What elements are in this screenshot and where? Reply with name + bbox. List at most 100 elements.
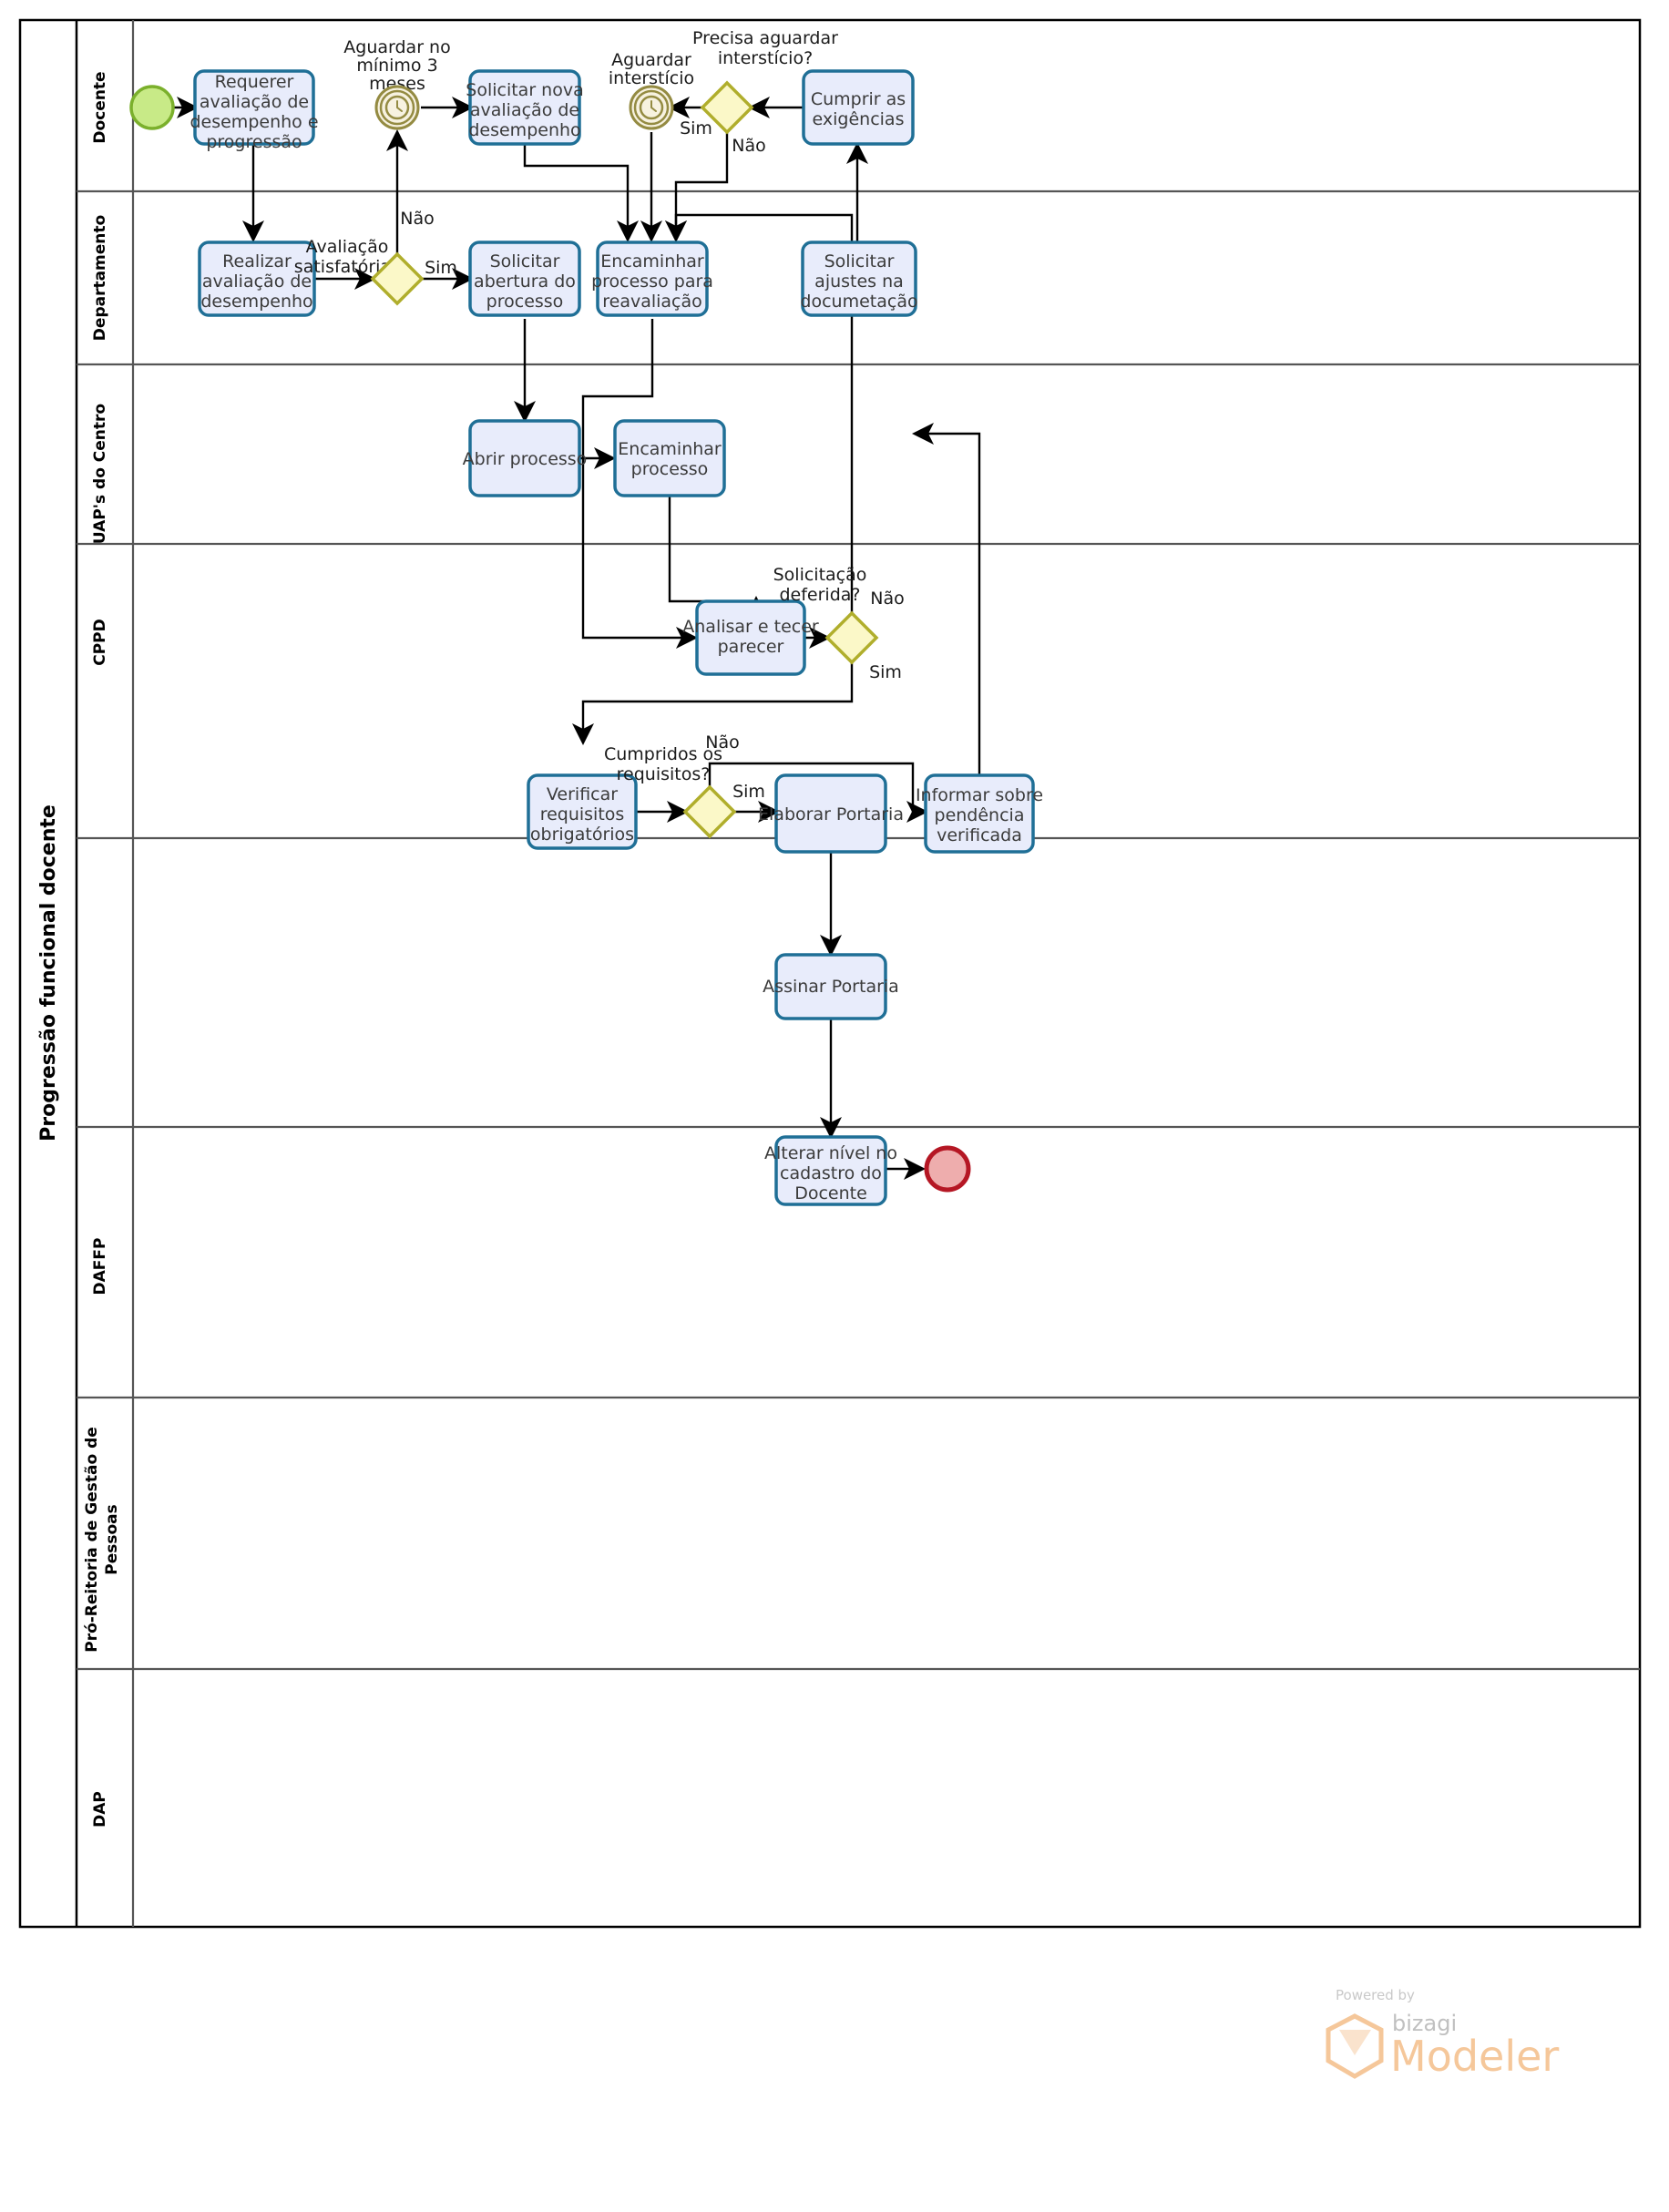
logo-powered-by: Powered by — [1336, 1987, 1415, 2003]
task-assinar-portaria[interactable]: Assinar Portaria — [763, 953, 899, 1020]
flow-label-g2-nao: Não — [732, 136, 765, 156]
task-cumprir-as-exigencias[interactable]: Cumprir as exigências — [802, 69, 915, 146]
gateway-precisa-aguardar-intersticio[interactable]: Precisa aguardar interstício? — [692, 28, 838, 135]
task-label: Verificar — [547, 784, 618, 804]
flow-label-g1-sim: Sim — [425, 258, 457, 278]
start-event[interactable] — [129, 85, 175, 130]
task-label: ajustes na — [814, 271, 904, 292]
task-label: Docente — [794, 1183, 867, 1203]
gateway-label: Avaliação — [306, 237, 389, 257]
task-label: Solicitar — [824, 251, 895, 271]
pool-title: Progressão funcional docente — [37, 804, 60, 1142]
task-label: verificada — [937, 825, 1022, 845]
task-label: exigências — [813, 109, 905, 129]
lane-label-pro-reitoria-line2: Pessoas — [103, 1504, 121, 1575]
lane-label-cppd: CPPD — [91, 619, 109, 666]
task-label: Encaminhar — [618, 439, 722, 459]
flow-label-g4-sim: Sim — [732, 782, 765, 802]
bizagi-hexagon-icon — [1326, 2013, 1384, 2079]
lane-label-uaps-do-centro: UAP's do Centro — [91, 404, 109, 544]
task-label: Encaminhar — [600, 251, 704, 271]
lane-dividers — [77, 20, 1640, 1927]
end-event[interactable] — [924, 1145, 971, 1193]
task-elaborar-portaria[interactable]: Elaborar Portaria — [758, 773, 904, 854]
timer-label: mínimo 3 — [356, 56, 437, 76]
flow-t2-to-t6 — [523, 143, 639, 242]
task-label: Solicitar — [490, 251, 560, 271]
gateway-cumpridos-os-requisitos[interactable]: Cumpridos os requisitos? — [604, 744, 737, 839]
lane-label-pro-reitoria: Pró-Reitoria de Gestão de Pessoas — [83, 1427, 121, 1653]
flow-g2-nao-to-t6 — [665, 132, 729, 242]
flow-label-g3-nao: Não — [870, 589, 904, 609]
task-label: parecer — [718, 637, 784, 657]
task-label: pendência — [935, 805, 1025, 825]
flow-label-g3-sim: Sim — [869, 662, 902, 682]
task-encaminhar-processo[interactable]: Encaminhar processo — [613, 419, 726, 497]
task-label: documetação — [800, 292, 917, 312]
task-label: desempenho — [200, 292, 312, 312]
task-label: cadastro do — [780, 1163, 882, 1183]
task-abrir-processo[interactable]: Abrir processo — [463, 419, 588, 497]
task-verificar-requisitos-obrigatorios[interactable]: Verificar requisitos obrigatórios — [527, 773, 638, 850]
task-label: avaliação de — [200, 92, 309, 112]
task-label: processo — [486, 292, 564, 312]
task-label: avaliação de — [202, 271, 312, 292]
sequence-flows — [174, 97, 981, 1180]
lane-label-pro-reitoria-line1: Pró-Reitoria de Gestão de — [83, 1427, 101, 1653]
task-requerer-avaliacao-de-desempenho-e-progressao[interactable]: Requerer avaliação de desempenho e progr… — [189, 69, 319, 152]
lane-labels: Docente Departamento UAP's do Centro CPP… — [83, 71, 121, 1827]
task-label: Solicitar nova — [466, 80, 583, 100]
gateway-solicitacao-deferida[interactable]: Solicitação deferida? — [773, 565, 879, 665]
timer-label: Aguardar no — [343, 37, 450, 57]
task-encaminhar-processo-para-reavaliacao[interactable]: Encaminhar processo para reavaliação — [591, 241, 713, 317]
gateway-label: Cumpridos os — [604, 744, 722, 764]
task-label: Assinar Portaria — [763, 977, 899, 997]
task-label: desempenho — [468, 120, 580, 140]
timer-label: meses — [369, 74, 425, 94]
task-label: obrigatórios — [530, 824, 634, 845]
flow-g4-nao-to-t13 — [708, 762, 928, 823]
task-solicitar-ajustes-na-documetacao[interactable]: Solicitar ajustes na documetação — [800, 241, 918, 317]
logo-product: Modeler — [1390, 2032, 1559, 2081]
flow-label-g4-nao: Não — [705, 732, 739, 753]
task-label: processo — [631, 459, 709, 479]
flow-t6-to-t10 — [581, 319, 698, 649]
flow-label-g1-nao: Não — [400, 209, 434, 229]
task-alterar-nivel-no-cadastro-do-docente[interactable]: Alterar nível no cadastro do Docente — [764, 1135, 897, 1206]
timer-label: Aguardar — [611, 50, 691, 70]
gateway-label: satisfatória? — [294, 257, 400, 277]
task-label: Cumprir as — [811, 89, 906, 109]
task-label: Elaborar Portaria — [758, 804, 904, 824]
logo-brand: bizagi — [1392, 2011, 1457, 2036]
flow-label-g2-sim: Sim — [680, 118, 712, 138]
gateway-label: deferida? — [779, 585, 860, 605]
gateway-label: Precisa aguardar — [692, 28, 838, 48]
flow-g3-sim-to-t11 — [572, 662, 854, 745]
lane-label-dap: DAP — [91, 1791, 109, 1828]
lane-label-docente: Docente — [91, 71, 109, 143]
task-label: Realizar — [222, 251, 292, 271]
gateway-label: Solicitação — [773, 565, 867, 585]
gateway-label: interstício? — [718, 48, 813, 68]
task-label: progressão — [206, 132, 302, 152]
task-label: desempenho e — [189, 112, 318, 132]
task-label: Abrir processo — [463, 449, 588, 469]
lane-label-daffp: DAFFP — [91, 1238, 109, 1295]
task-informar-sobre-pendencia-verificada[interactable]: Informar sobre pendência verificada — [916, 773, 1043, 854]
gateway-avaliacao-satisfatoria[interactable]: Avaliação satisfatória? — [294, 237, 425, 306]
timer-event-aguardar-intersticio[interactable]: Aguardar interstício — [609, 50, 694, 130]
task-label: reavaliação — [602, 292, 702, 312]
timer-event-aguardar-no-minimo-3-meses[interactable]: Aguardar no mínimo 3 meses — [343, 37, 451, 130]
gateway-label: requisitos? — [617, 764, 711, 784]
task-solicitar-abertura-do-processo[interactable]: Solicitar abertura do processo — [468, 241, 581, 317]
task-realizar-avaliacao-de-desempenho[interactable]: Realizar avaliação de desempenho — [198, 241, 316, 317]
task-label: Requerer — [215, 72, 294, 92]
task-label: Alterar nível no — [764, 1143, 897, 1163]
task-label: processo para — [591, 271, 713, 292]
lane-label-departamento: Departamento — [91, 215, 109, 341]
task-solicitar-nova-avaliacao-de-desempenho[interactable]: Solicitar nova avaliação de desempenho — [466, 69, 584, 146]
task-label: Informar sobre — [916, 785, 1043, 805]
task-label: abertura do — [474, 271, 576, 292]
task-analisar-e-tecer-parecer[interactable]: Analisar e tecer parecer — [682, 599, 819, 676]
